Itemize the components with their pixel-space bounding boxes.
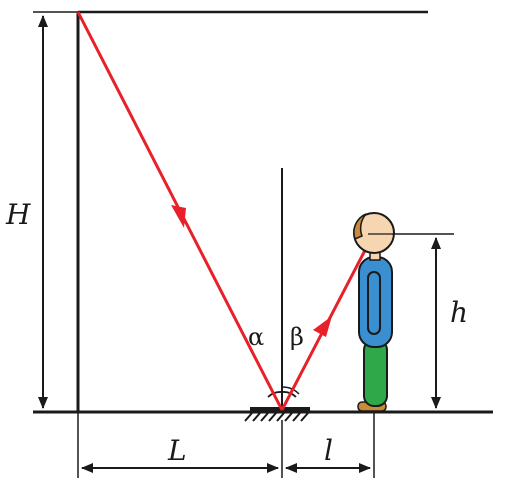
observer-person [353, 212, 395, 412]
person-arm [367, 271, 381, 335]
distance-l-label: l [324, 434, 333, 467]
person-hair [353, 213, 367, 241]
height-H-label: H [5, 198, 31, 231]
reflected-ray-arrow [313, 316, 332, 337]
distance-L-label: L [167, 434, 187, 467]
height-h-label: h [450, 296, 468, 329]
angle-beta-arc-inner [281, 386, 300, 395]
incident-ray-arrow [171, 205, 186, 228]
mirror [244, 407, 310, 422]
person-legs [363, 339, 388, 407]
angle-alpha-label: α [248, 323, 264, 351]
angle-beta-label: β [290, 323, 304, 351]
